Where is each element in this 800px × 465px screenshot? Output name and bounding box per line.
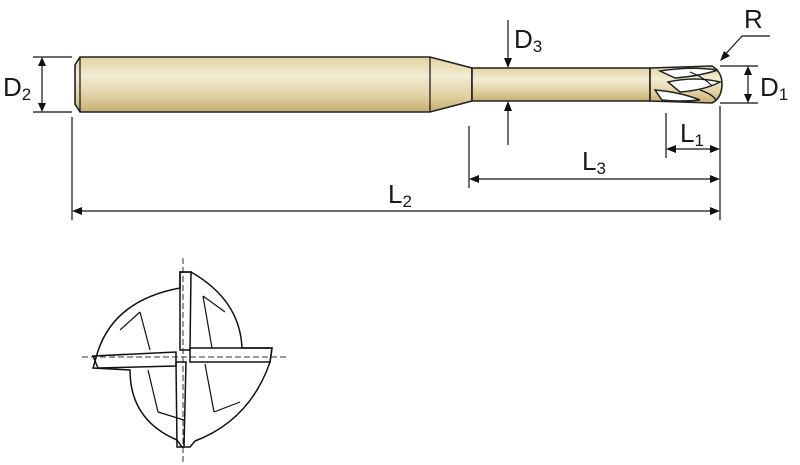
- relief-line-3: [147, 369, 159, 413]
- l3-label: L3: [582, 146, 606, 178]
- flute-edge-1: [689, 71, 713, 87]
- end-view: [82, 258, 286, 462]
- l2-label: L2: [388, 179, 412, 211]
- tooth-bottom-face: [175, 361, 187, 448]
- dim-l2: L2: [71, 117, 721, 220]
- relief-line-4: [204, 363, 215, 413]
- neck: [471, 67, 651, 102]
- flute-3: [653, 89, 701, 102]
- relief-line-2: [202, 295, 213, 349]
- d1-label: D1: [760, 72, 788, 104]
- tooth-right-face: [189, 347, 273, 363]
- relief-line-8: [202, 295, 226, 313]
- dim-r: R: [720, 4, 770, 61]
- dim-d1: D1: [720, 65, 788, 104]
- d2-label: D2: [3, 72, 31, 104]
- end-view-outline: [92, 271, 273, 448]
- relief-line-6: [213, 401, 241, 413]
- shank: [74, 56, 473, 113]
- dim-l3: L3: [468, 126, 721, 188]
- flute-2: [666, 78, 723, 93]
- tooth-top-face: [179, 271, 192, 351]
- flute-1: [657, 67, 719, 79]
- l1-label: L1: [680, 118, 704, 150]
- dim-d2: D2: [3, 56, 72, 113]
- relief-line-1: [139, 311, 151, 351]
- tool-side-view: [74, 56, 723, 113]
- dim-l1: L1: [665, 106, 721, 158]
- relief-line-7: [119, 311, 141, 331]
- dim-d3: D3: [504, 20, 542, 145]
- flute-edge-2: [699, 89, 717, 101]
- relief-line-5: [157, 411, 185, 421]
- tooth-left-face: [91, 351, 177, 369]
- r-label: R: [744, 4, 763, 34]
- d3-label: D3: [514, 24, 542, 56]
